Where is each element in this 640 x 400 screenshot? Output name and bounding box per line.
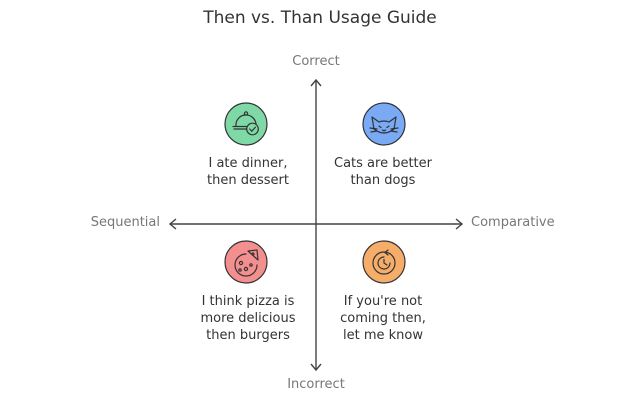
axis-label-comparative: Comparative bbox=[471, 215, 555, 230]
pizza-icon bbox=[224, 240, 268, 284]
diagram-title: Then vs. Than Usage Guide bbox=[203, 8, 437, 28]
axis-label-correct: Correct bbox=[292, 54, 340, 69]
circular-arrow-icon bbox=[362, 240, 406, 284]
cat-face-icon bbox=[362, 102, 406, 146]
axis-label-incorrect: Incorrect bbox=[287, 377, 345, 392]
dinner-cloche-check-icon bbox=[224, 102, 268, 146]
caption-bottom-right: If you're not coming then, let me know bbox=[340, 294, 426, 343]
caption-bottom-left: I think pizza is more delicious then bur… bbox=[200, 294, 296, 343]
caption-top-right: Cats are better than dogs bbox=[334, 156, 432, 188]
axis-label-sequential: Sequential bbox=[90, 215, 160, 230]
caption-top-left: I ate dinner, then dessert bbox=[207, 156, 289, 188]
